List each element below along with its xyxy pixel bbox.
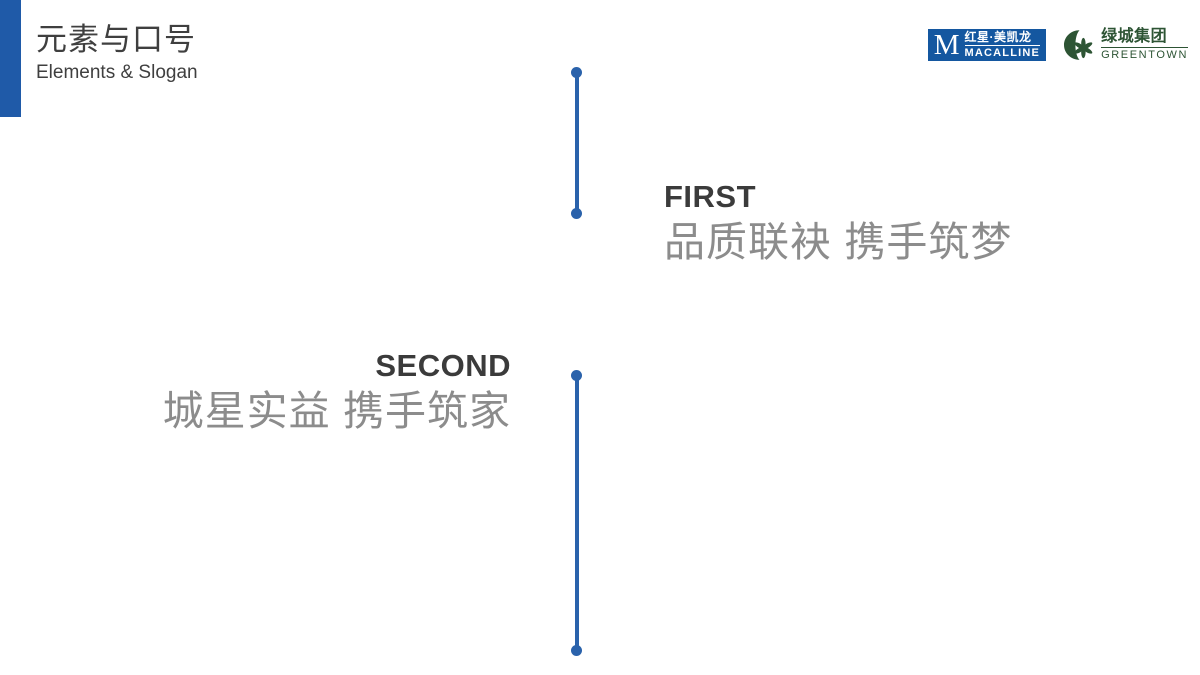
greentown-logo: 绿城集团 GREENTOWN [1060,28,1188,62]
entry-second: SECOND 城星实益 携手筑家 [160,347,511,437]
greentown-crescent-clover-icon [1060,28,1096,62]
macalline-logo-cn: 红星·美凯龙 [964,30,1032,44]
connector-line-first [571,67,582,219]
greentown-logo-divider [1101,47,1188,48]
page-subtitle: Elements & Slogan [36,62,198,83]
entry-first: FIRST 品质联袂 携手筑梦 [664,178,1012,268]
greentown-logo-cn: 绿城集团 [1101,28,1168,45]
connector-line-second [571,370,582,656]
page-title: 元素与口号 [36,22,196,57]
macalline-logo-text: 红星·美凯龙 MACALLINE [964,30,1041,59]
greentown-logo-en: GREENTOWN [1101,49,1188,61]
entry-first-slogan: 品质联袂 携手筑梦 [664,219,1013,265]
greentown-logo-text: 绿城集团 GREENTOWN [1101,28,1188,62]
connector-dot-bottom-icon [571,208,582,219]
connector-stem [575,72,579,214]
entry-second-label: SECOND [375,348,511,383]
header-accent-bar [0,0,21,117]
macalline-logo-en: MACALLINE [964,47,1041,59]
macalline-logo-divider [964,45,1041,46]
macalline-m-icon: M [933,29,960,61]
macalline-logo: M 红星·美凯龙 MACALLINE [927,29,1047,61]
logo-group: M 红星·美凯龙 MACALLINE 绿城集团 GREENTOWN [927,28,1188,62]
connector-dot-bottom-icon [571,645,582,656]
entry-first-label: FIRST [664,179,757,214]
connector-stem [575,375,579,651]
page-title-group: 元素与口号 Elements & Slogan [36,20,198,86]
entry-second-slogan: 城星实益 携手筑家 [162,388,511,434]
